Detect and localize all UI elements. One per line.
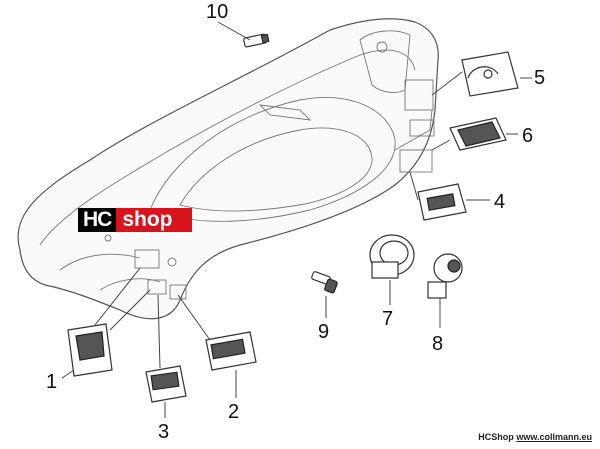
dashboard-cover	[17, 18, 439, 320]
footer-brand: HCShop	[478, 432, 514, 442]
part-2-switch	[205, 331, 257, 371]
callout-5: 5	[534, 67, 545, 89]
part-7-ring	[369, 234, 415, 279]
callout-9: 9	[318, 321, 329, 343]
part-4-switch	[417, 183, 467, 221]
part-10-bulb	[243, 33, 270, 48]
footer-site: www.collmann.eu	[516, 432, 592, 442]
callout-3: 3	[158, 421, 169, 443]
logo-hc-text: HC	[78, 208, 117, 232]
part-3-switch	[145, 365, 187, 403]
callout-1: 1	[46, 371, 57, 393]
callout-10: 10	[206, 1, 228, 23]
part-9-screw	[311, 271, 338, 294]
part-1-switch	[67, 323, 113, 377]
part-6-switch	[449, 117, 507, 151]
part-8-socket	[427, 253, 463, 299]
callout-4: 4	[494, 191, 505, 213]
footer-watermark: HCShop www.collmann.eu	[478, 432, 592, 442]
callout-2: 2	[228, 401, 239, 423]
callout-7: 7	[382, 308, 393, 330]
logo-shop-text: shop	[116, 208, 192, 232]
callout-8: 8	[432, 333, 443, 355]
hc-shop-logo: HC shop	[78, 208, 192, 232]
part-5-switch	[461, 51, 519, 97]
callout-6: 6	[522, 125, 533, 147]
